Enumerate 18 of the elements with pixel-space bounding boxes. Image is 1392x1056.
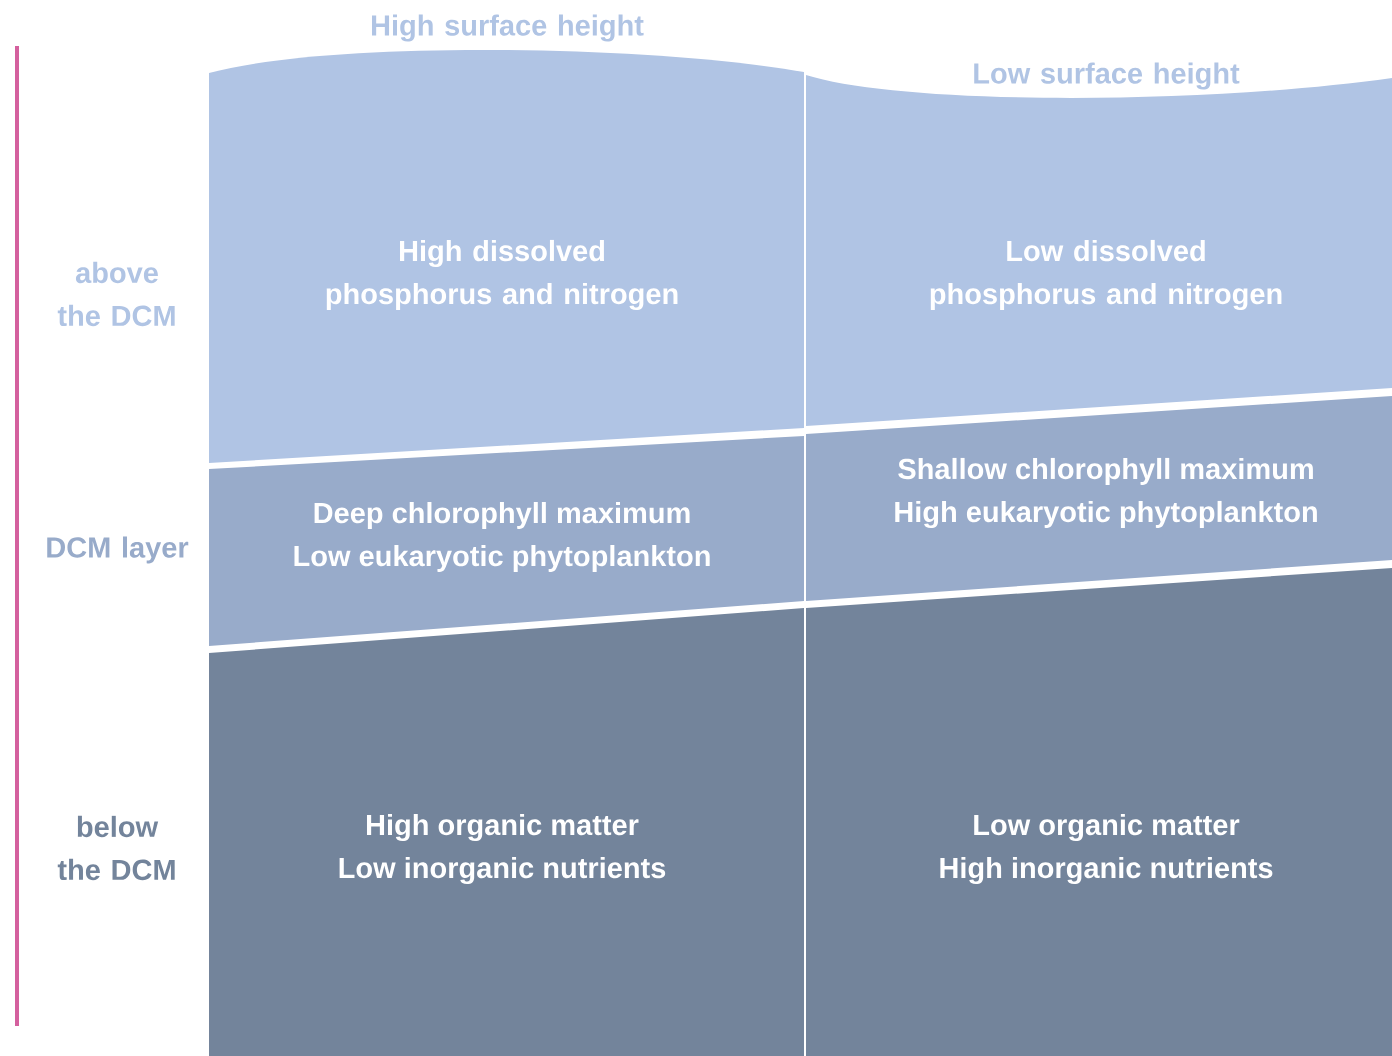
node-label: Low eukaryotic phytoplankton <box>294 544 710 573</box>
zone-panel: Shallow chlorophyll maximum High eukaryotic phytoplankton <box>806 396 1392 601</box>
node-label: Low organic matter <box>974 813 1240 842</box>
node-label: Shallow chlorophyll maximum <box>898 457 1313 485</box>
zone-panel: Low organic matter High inorganic nutrients <box>806 568 1392 1056</box>
node-label: High eukaryotic phytoplankton <box>895 500 1317 529</box>
node-label: Low inorganic nutrients <box>339 856 666 885</box>
node-label: High organic matter <box>366 813 639 842</box>
zone-panel: Deep chlorophyll maximum Low eukaryotic phytoplankton <box>209 436 804 646</box>
zone-panel: High organic matter Low inorganic nutrients <box>209 608 804 1056</box>
node-label: Deep chlorophyll maximum <box>314 501 690 530</box>
node-label: High dissolved phosphorus and nitrogen <box>326 239 678 311</box>
node-label: High inorganic nutrients <box>940 856 1273 885</box>
row-label: below the DCM <box>57 815 175 881</box>
row-label: above the DCM <box>57 261 175 327</box>
row-label: DCM layer <box>47 536 189 564</box>
node-label: Low dissolved phosphorus and nitrogen <box>930 239 1282 311</box>
zone-panel: High dissolved phosphorus and nitrogen <box>209 50 804 463</box>
